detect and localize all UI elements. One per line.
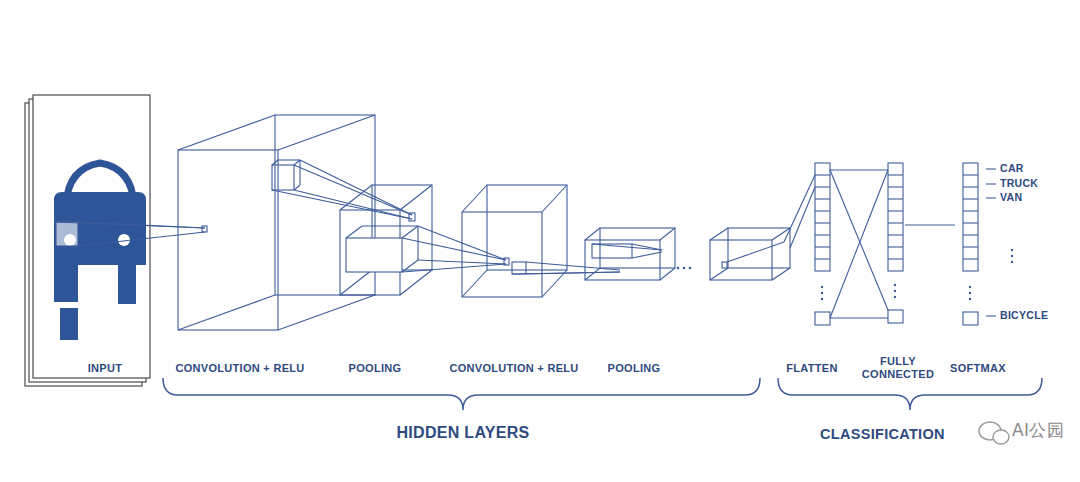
stage-label: FULLY CONNECTED xyxy=(858,355,938,380)
stage-label: CONVOLUTION + RELU xyxy=(175,362,304,375)
stage-label: FLATTEN xyxy=(786,362,837,375)
stage-label: POOLING xyxy=(349,362,402,375)
group-label: HIDDEN LAYERS xyxy=(396,424,529,442)
class-label: CAR xyxy=(1000,162,1024,174)
stage-label: SOFTMAX xyxy=(950,362,1006,375)
group-label: CLASSIFICATION xyxy=(820,426,945,443)
class-label: TRUCK xyxy=(1000,177,1038,189)
class-label: BICYCLE xyxy=(1000,309,1048,321)
class-label: VAN xyxy=(1000,191,1022,203)
stage-label: CONVOLUTION + RELU xyxy=(449,362,578,375)
stage-label: POOLING xyxy=(608,362,661,375)
watermark: AI公园 xyxy=(1012,421,1064,441)
stage-label: INPUT xyxy=(88,362,123,375)
